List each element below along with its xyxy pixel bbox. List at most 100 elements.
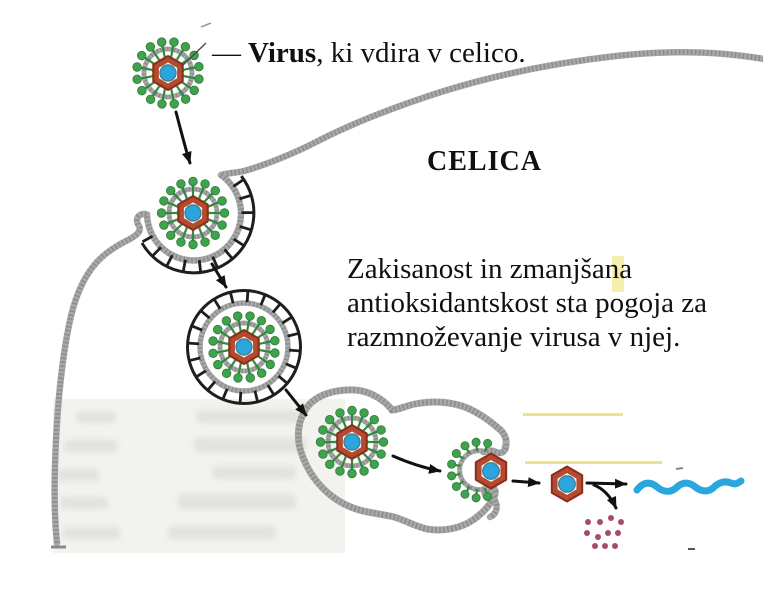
spike-head: [483, 492, 493, 502]
spike-head: [180, 94, 191, 104]
ghost-text-smudge: [168, 526, 276, 539]
endosome-membrane-speckle: [295, 386, 510, 534]
spike-head: [256, 316, 267, 326]
spike-head: [318, 449, 328, 459]
spike-head: [325, 459, 335, 469]
virus-stage-4-in-endosome: [315, 405, 389, 479]
spike-stem: [202, 222, 215, 235]
note-paragraph: Zakisanost in zmanjšana antioksidantskos…: [347, 253, 708, 353]
vesicle-rung: [200, 310, 211, 320]
vesicle-rung: [266, 384, 275, 395]
spike-head: [347, 468, 357, 479]
spike-head: [137, 85, 147, 96]
spike-head: [213, 359, 223, 370]
pit-rung: [152, 246, 163, 257]
protein-dot: [608, 515, 614, 521]
pit-rung: [181, 259, 187, 272]
capsid-protein-dots: [584, 515, 624, 549]
spike-stem: [180, 225, 189, 241]
vesicle-outer-coat: [186, 289, 302, 405]
spike-stem: [171, 191, 184, 204]
spike-head: [335, 466, 345, 476]
spike-head: [189, 85, 199, 96]
pit-rung: [238, 194, 251, 201]
spike-head: [221, 368, 232, 378]
protein-dot: [615, 530, 621, 536]
protein-dot: [592, 543, 598, 549]
spike-head: [447, 459, 457, 469]
spike-head: [180, 42, 191, 52]
spike-head: [145, 94, 156, 104]
spike-head: [460, 441, 470, 451]
spike-head: [217, 220, 227, 230]
pit-rung: [239, 225, 251, 232]
spike-stem: [237, 318, 243, 334]
ghost-text-smudge: [178, 494, 296, 509]
spike-head: [335, 408, 345, 418]
callout-virus-word: Virus: [248, 37, 317, 69]
pit-rung: [165, 254, 174, 267]
spike-head: [169, 37, 179, 47]
spike-head: [347, 405, 357, 416]
callout-rest: , ki vdira v celico.: [316, 37, 526, 69]
spike-stem: [151, 84, 161, 98]
spike-stem: [161, 87, 167, 102]
spike-head: [188, 239, 198, 250]
viral-envelope-speckle: [142, 47, 194, 99]
spike-head: [270, 348, 280, 358]
virus-stage-3-in-vesicle: [208, 311, 280, 383]
spike-head: [156, 208, 167, 218]
stray-mark: [200, 22, 212, 28]
genome-core: [482, 462, 500, 480]
virus-callout-label: —Virus, ki vdira v celico.: [212, 37, 526, 70]
spike-head: [318, 425, 328, 435]
membrane-pit-and-left-side-speckle: [51, 172, 244, 544]
ghost-text-smudge: [57, 469, 99, 481]
vesicle-rung: [281, 316, 292, 325]
spike-head: [315, 437, 326, 447]
spike-head: [159, 196, 169, 206]
spike-head: [460, 489, 470, 499]
spike-stem: [171, 222, 184, 235]
spike-stem: [237, 361, 243, 376]
viral-envelope-speckle: [218, 321, 270, 373]
spike-head: [359, 466, 369, 476]
stray-mark: [675, 467, 684, 470]
spike-stem: [202, 191, 215, 204]
spike-head: [376, 425, 386, 435]
vesicle-rung: [189, 356, 201, 362]
spike-head: [245, 373, 255, 383]
spike-head: [137, 50, 147, 61]
arrow-uncoating-to-capsid: [511, 477, 541, 488]
protein-dot: [597, 519, 603, 525]
spike-head: [245, 311, 255, 321]
spike-stem: [139, 74, 155, 80]
protein-dot: [605, 530, 611, 536]
spike-head: [169, 99, 179, 109]
vesicle-rung: [288, 348, 300, 353]
spike-head: [217, 196, 227, 206]
spike-head: [176, 237, 186, 247]
spike-stem: [175, 48, 185, 62]
vesicle-rung: [287, 332, 299, 338]
ghost-text-smudge: [64, 440, 118, 452]
virus-stage-6-naked-capsid: [550, 465, 584, 503]
ghost-text-smudge: [194, 438, 306, 452]
protein-dot: [585, 519, 591, 525]
ghost-text-smudge: [196, 410, 300, 423]
spike-stem: [215, 348, 231, 354]
spike-head: [447, 471, 457, 481]
spike-head: [208, 336, 218, 346]
spike-head: [451, 449, 461, 459]
endosome-lower-curl-speckle: [482, 486, 500, 520]
spike-head: [166, 186, 176, 196]
spike-head: [176, 179, 186, 189]
spike-head: [471, 437, 481, 447]
spike-stem: [226, 322, 237, 336]
protein-dot: [602, 543, 608, 549]
spike-stem: [258, 348, 273, 354]
spike-stem: [182, 74, 197, 80]
vesicle-rung: [196, 369, 207, 378]
spike-stem: [227, 358, 237, 372]
